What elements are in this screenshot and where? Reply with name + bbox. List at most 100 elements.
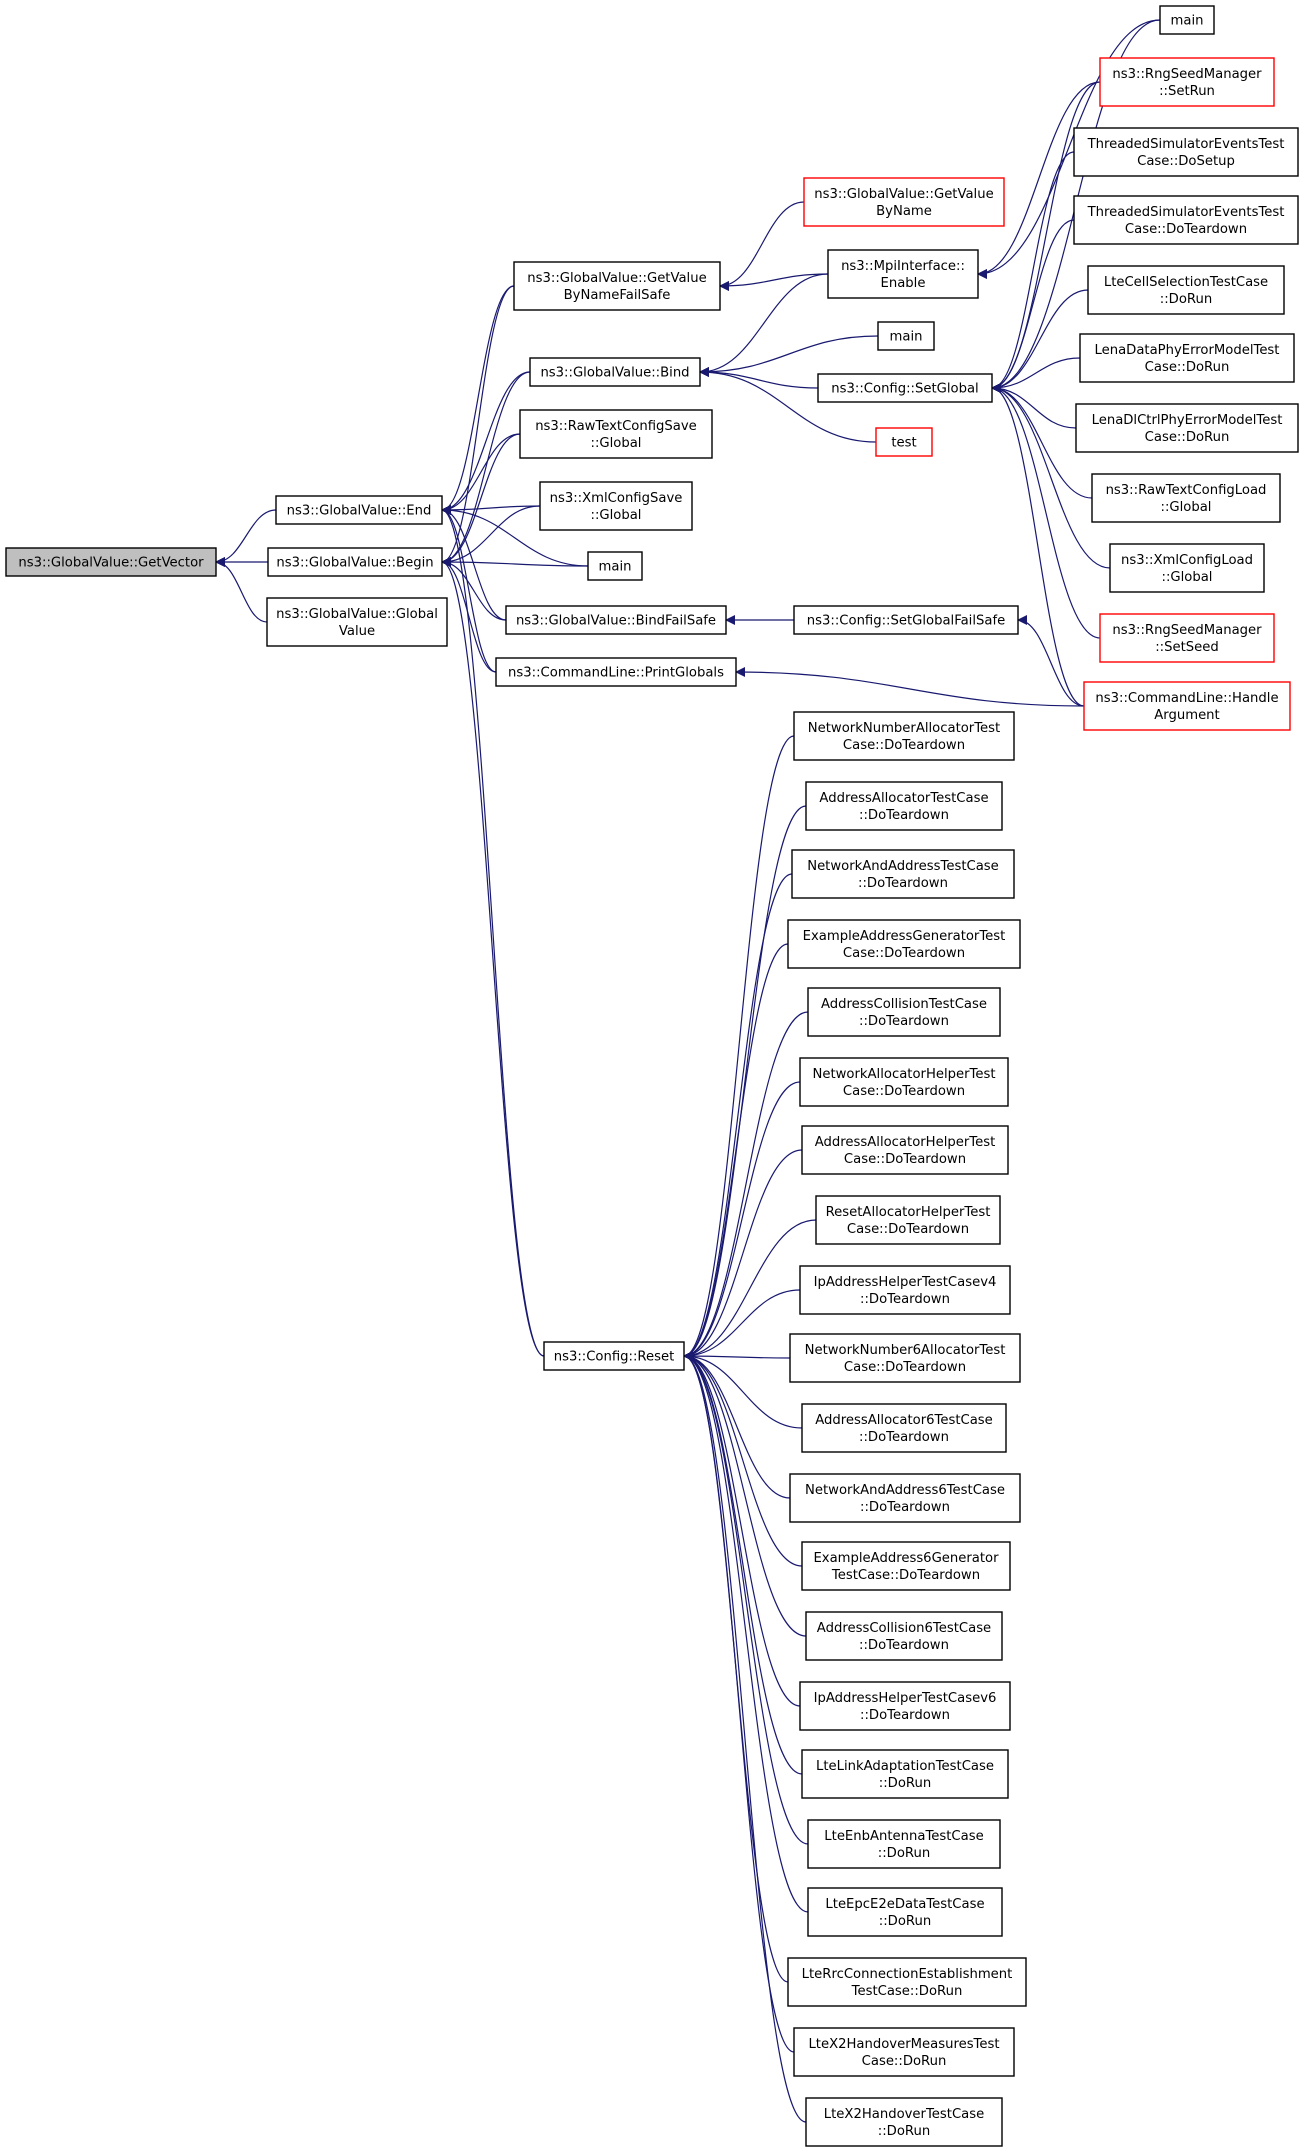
node-r4[interactable]: ExampleAddressGeneratorTestCase::DoTeard… xyxy=(787,919,1021,969)
node-r17[interactable]: LteEnbAntennaTestCase::DoRun xyxy=(807,1819,1001,1869)
node-box xyxy=(519,409,713,459)
node-r10[interactable]: NetworkNumber6AllocatorTestCase::DoTeard… xyxy=(789,1333,1021,1383)
node-setglobal[interactable]: ns3::Config::SetGlobal xyxy=(817,373,993,403)
node-label-line: ns3::Config::Reset xyxy=(554,1350,675,1365)
node-label-line: ::Global xyxy=(591,508,642,523)
node-printglobals[interactable]: ns3::CommandLine::PrintGlobals xyxy=(495,657,737,687)
node-r9[interactable]: IpAddressHelperTestCasev4::DoTeardown xyxy=(799,1265,1011,1315)
node-box xyxy=(505,605,727,635)
edge-xmlload-to-setglobal xyxy=(991,383,1111,569)
node-box xyxy=(801,1749,1009,1799)
node-r2[interactable]: AddressAllocatorTestCase::DoTeardown xyxy=(805,781,1003,831)
node-label-line: test xyxy=(891,436,916,451)
node-label-line: ns3::RngSeedManager xyxy=(1112,67,1262,82)
node-label-line: ns3::CommandLine::Handle xyxy=(1095,691,1278,706)
edge-main1-to-begin xyxy=(441,557,589,568)
node-r18[interactable]: LteEpcE2eDataTestCase::DoRun xyxy=(807,1887,1003,1937)
node-mpienable[interactable]: ns3::MpiInterface::Enable xyxy=(827,249,979,299)
node-label-line: ns3::GlobalValue::Global xyxy=(276,607,438,622)
node-label-line: LenaDataPhyErrorModelTest xyxy=(1095,343,1280,358)
node-r13[interactable]: ExampleAddress6GeneratorTestCase::DoTear… xyxy=(801,1541,1011,1591)
node-end[interactable]: ns3::GlobalValue::End xyxy=(275,495,443,525)
node-xmlload[interactable]: ns3::XmlConfigLoad::Global xyxy=(1109,543,1265,593)
node-globalvalue[interactable]: ns3::GlobalValue::GlobalValue xyxy=(266,597,448,647)
node-label-line: Case::DoTeardown xyxy=(843,1084,965,1099)
node-box xyxy=(803,177,1005,227)
node-box xyxy=(827,249,979,299)
node-rngsetseed[interactable]: ns3::RngSeedManager::SetSeed xyxy=(1099,613,1275,663)
node-getvector[interactable]: ns3::GlobalValue::GetVector xyxy=(5,547,217,577)
node-r6[interactable]: NetworkAllocatorHelperTestCase::DoTeardo… xyxy=(799,1057,1009,1107)
node-r19[interactable]: LteRrcConnectionEstablishmentTestCase::D… xyxy=(787,1957,1027,2007)
edge-xmlsave-to-begin xyxy=(441,505,541,567)
edge-bind-to-end xyxy=(441,371,531,515)
node-box xyxy=(787,919,1021,969)
node-r1[interactable]: NetworkNumberAllocatorTestCase::DoTeardo… xyxy=(793,711,1015,761)
node-main2[interactable]: main xyxy=(877,321,935,351)
node-r14[interactable]: AddressCollision6TestCase::DoTeardown xyxy=(805,1611,1003,1661)
node-box xyxy=(801,1125,1009,1175)
node-label-line: AddressCollision6TestCase xyxy=(817,1621,991,1636)
node-begin[interactable]: ns3::GlobalValue::Begin xyxy=(267,547,443,577)
node-label-line: ::DoRun xyxy=(878,2124,930,2139)
node-box xyxy=(1073,127,1299,177)
node-r15[interactable]: IpAddressHelperTestCasev6::DoTeardown xyxy=(799,1681,1011,1731)
node-label-line: NetworkAndAddress6TestCase xyxy=(805,1483,1005,1498)
node-box xyxy=(807,987,1001,1037)
node-r21[interactable]: LteX2HandoverTestCase::DoRun xyxy=(805,2097,1003,2147)
node-box xyxy=(267,547,443,577)
node-box xyxy=(275,495,443,525)
node-label-line: AddressAllocatorTestCase xyxy=(819,791,988,806)
node-rawtextsave[interactable]: ns3::RawTextConfigSave::Global xyxy=(519,409,713,459)
node-r7[interactable]: AddressAllocatorHelperTestCase::DoTeardo… xyxy=(801,1125,1009,1175)
node-box xyxy=(793,711,1015,761)
node-label-line: ThreadedSimulatorEventsTest xyxy=(1087,137,1285,152)
edge-r13-to-configreset xyxy=(683,1351,803,1567)
node-label-line: ::DoTeardown xyxy=(858,876,948,891)
node-label-line: IpAddressHelperTestCasev4 xyxy=(814,1275,997,1290)
node-rngsetrun[interactable]: ns3::RngSeedManager::SetRun xyxy=(1099,57,1275,107)
node-box xyxy=(799,1057,1009,1107)
node-rawtextload[interactable]: ns3::RawTextConfigLoad::Global xyxy=(1091,473,1281,523)
node-main3[interactable]: main xyxy=(1159,5,1215,35)
node-threadedteardown[interactable]: ThreadedSimulatorEventsTestCase::DoTeard… xyxy=(1073,195,1299,245)
node-label-line: ns3::RawTextConfigSave xyxy=(535,419,697,434)
edge-bind-to-begin xyxy=(441,371,531,567)
node-r11[interactable]: AddressAllocator6TestCase::DoTeardown xyxy=(801,1403,1007,1453)
node-box xyxy=(789,1333,1021,1383)
node-configreset[interactable]: ns3::Config::Reset xyxy=(543,1341,685,1371)
edge-r12-to-configreset xyxy=(683,1351,791,1499)
node-test[interactable]: test xyxy=(875,427,933,457)
node-r12[interactable]: NetworkAndAddress6TestCase::DoTeardown xyxy=(789,1473,1021,1523)
node-box xyxy=(805,2097,1003,2147)
edge-r1-to-configreset xyxy=(683,735,795,1361)
node-label-line: TestCase::DoTeardown xyxy=(831,1568,980,1583)
node-ltecellsel[interactable]: LteCellSelectionTestCase::DoRun xyxy=(1087,265,1285,315)
node-label-line: NetworkNumber6AllocatorTest xyxy=(805,1343,1006,1358)
edge-main2-to-bind xyxy=(699,335,879,377)
node-xmlsave[interactable]: ns3::XmlConfigSave::Global xyxy=(539,481,693,531)
node-r16[interactable]: LteLinkAdaptationTestCase::DoRun xyxy=(801,1749,1009,1799)
node-label-line: ns3::XmlConfigLoad xyxy=(1121,553,1253,568)
node-label-line: ::DoTeardown xyxy=(860,1292,950,1307)
edge-xmlsave-to-end xyxy=(441,504,541,515)
node-r5[interactable]: AddressCollisionTestCase::DoTeardown xyxy=(807,987,1001,1037)
node-box xyxy=(513,261,721,311)
edge-rawtextsave-to-begin xyxy=(441,433,521,567)
node-main1[interactable]: main xyxy=(587,551,643,581)
node-r3[interactable]: NetworkAndAddressTestCase::DoTeardown xyxy=(791,849,1015,899)
edge-r15-to-configreset xyxy=(683,1351,801,1707)
node-label-line: AddressAllocator6TestCase xyxy=(815,1413,993,1428)
node-bind[interactable]: ns3::GlobalValue::Bind xyxy=(529,357,701,387)
node-setglobalfailsafe[interactable]: ns3::Config::SetGlobalFailSafe xyxy=(793,605,1019,635)
node-bindfailsafe[interactable]: ns3::GlobalValue::BindFailSafe xyxy=(505,605,727,635)
edge-r10-to-configreset xyxy=(683,1351,791,1362)
